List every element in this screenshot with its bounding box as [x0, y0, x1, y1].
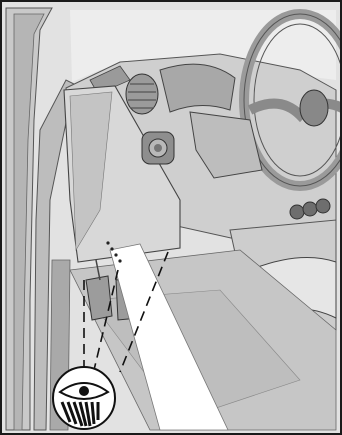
light-switch	[142, 132, 174, 164]
air-vent	[126, 74, 158, 114]
eye-icon	[53, 367, 115, 429]
